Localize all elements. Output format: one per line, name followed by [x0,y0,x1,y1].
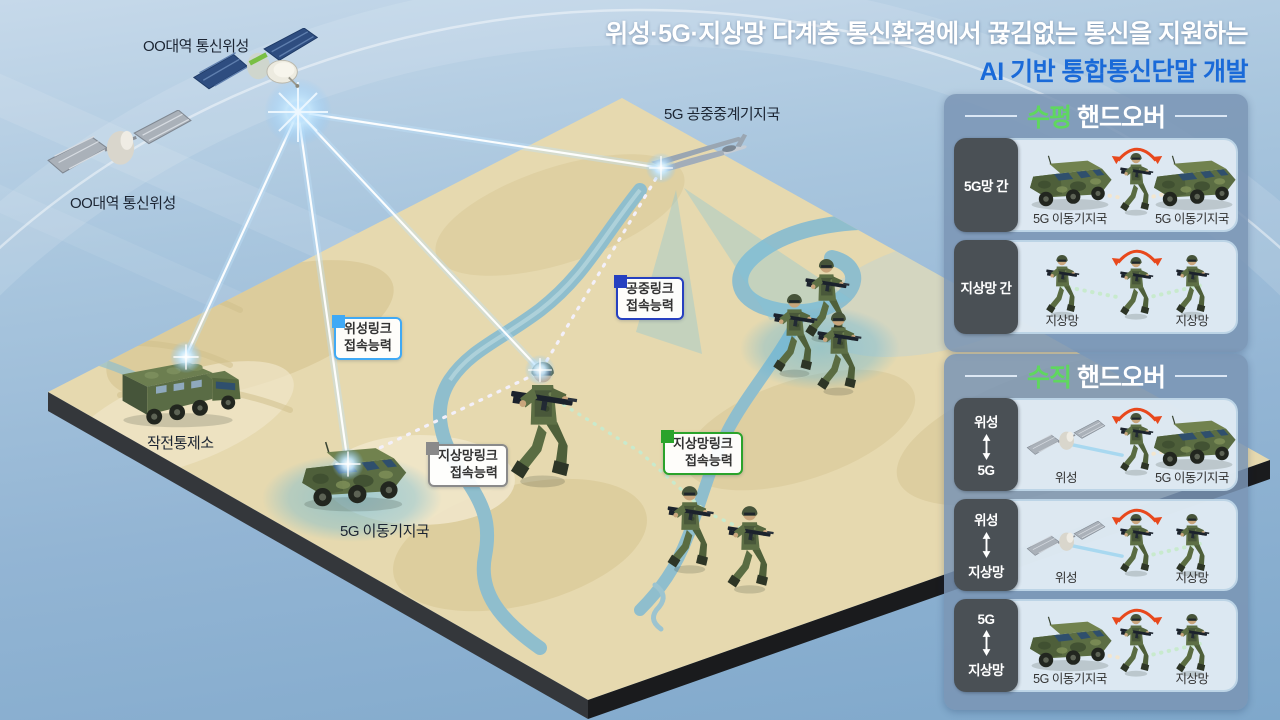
row-badge: 5G망 간 [954,138,1018,232]
satellite-link-marker [332,315,345,328]
drone-label: 5G 공중중계기지국 [664,106,780,123]
5g-vehicle-icon [1022,615,1118,673]
ground-link-capability-label-green: 지상망링크 접속능력 [661,430,743,475]
row-links [1059,282,1209,300]
satellite-icon [1026,420,1106,466]
ground-link-marker-gray [426,442,439,455]
vertical-arrow-icon [980,630,993,656]
main-title: 위성·5G·지상망 다계층 통신환경에서 끊김없는 통신을 지원하는 AI 기반… [605,16,1248,91]
row-links [1053,640,1209,661]
handover-row-sat-5g: 위성 5G 위성 5G 이동기지국 [954,398,1238,491]
horizontal-handover-panel: 수평 핸드오버 5G망 간 5G 이동기지국 5G 이동기지국 지상망 간 [944,94,1248,352]
handover-arc-arrow-icon [1110,599,1164,626]
handover-row-sat-ground: 위성 지상망 위성 지상망 [954,498,1238,592]
air-link-dashed-line [348,168,663,464]
vertical-arrow-icon [980,532,993,558]
soldier-icon [1042,252,1082,318]
air-link-capability-label: 공중링크 접속능력 [614,275,684,320]
ground-link-capability-label-gray: 지상망링크 접속능력 [426,442,508,487]
vertical-handover-panel: 수직 핸드오버 위성 5G 위성 5G 이동기지국 [944,354,1248,710]
title-line1: 위성·5G·지상망 다계층 통신환경에서 끊김없는 통신을 지원하는 [605,20,1248,48]
vertical-arrow-icon [980,434,993,460]
satellite-top-label: OO대역 통신위성 [143,38,249,55]
handover-arc-arrow-icon [1110,499,1164,526]
row-badge: 지상망 간 [954,240,1018,334]
title-rule-left [965,115,1017,117]
row-badge: 5G 지상망 [954,599,1018,693]
soldier-icon [1172,252,1212,318]
handover-row-5g-5g: 5G망 간 5G 이동기지국 5G 이동기지국 [954,138,1238,232]
satellite-beams [182,108,665,468]
row-links [1053,182,1217,200]
satellite-left-label: OO대역 통신위성 [70,195,176,212]
satellite-signal-starburst [264,78,332,146]
handover-arc-arrow-icon [1110,240,1164,267]
title-line2: AI 기반 통합통신단말 개발 [979,57,1249,86]
5g-vehicle-icon [1146,154,1242,212]
handover-row-ground-ground: 지상망 간 지상망 지상망 [954,240,1238,334]
row-badge: 위성 지상망 [954,498,1018,592]
handover-row-5g-ground: 5G 지상망 5G 이동기지국 지상망 [954,599,1238,693]
mobile-station-label: 5G 이동기지국 [340,523,430,540]
title-rule-right [1174,115,1227,117]
5g-vehicle-icon [1146,414,1242,472]
ground-link-dashed-line [554,398,764,540]
ground-link-marker-green [661,430,674,443]
air-link-marker [614,275,627,288]
row-badge: 위성 5G [954,398,1018,491]
control-center-label: 작전통제소 [147,435,214,452]
platform-edge-left [48,392,588,719]
title-rule-right [1174,375,1227,377]
5g-vehicle-icon [1022,154,1118,212]
horizontal-panel-title: 수평 핸드오버 [944,94,1248,138]
row-links [1063,540,1209,558]
satellite-icon [1026,521,1106,567]
title-rule-left [965,375,1017,377]
satellite-link-capability-label: 위성링크 접속능력 [332,315,402,360]
vertical-panel-title: 수직 핸드오버 [944,354,1248,398]
